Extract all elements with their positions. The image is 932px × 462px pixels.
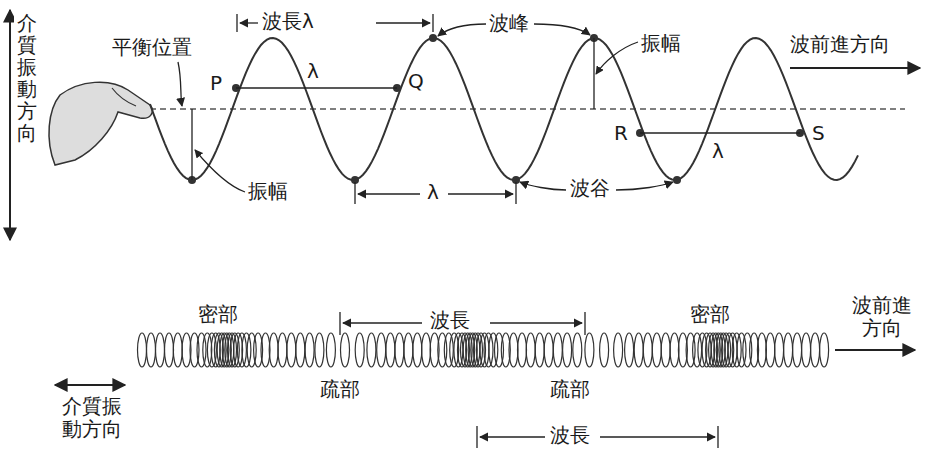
equilibrium-line	[140, 108, 905, 109]
spring-coil	[661, 333, 670, 367]
spring-coil	[355, 333, 364, 367]
part-label: 疏部	[320, 378, 360, 401]
spring-coil	[367, 333, 376, 367]
spring-coil	[784, 333, 793, 367]
axis-label: 介質振動方向	[14, 12, 40, 144]
spring-coil	[296, 333, 305, 367]
dimension-label: λ	[427, 181, 439, 204]
dimension-label: 波長	[550, 424, 590, 447]
spring-coil	[643, 333, 652, 367]
point-label: Q	[408, 70, 424, 93]
wave-curve	[150, 38, 858, 180]
point-label: R	[614, 122, 628, 145]
axis-label: 介質振 動方向	[50, 395, 134, 441]
spring-coil	[535, 333, 544, 367]
spring-coil	[269, 333, 278, 367]
hand-finger	[112, 88, 136, 106]
spring-coil	[775, 333, 784, 367]
direction-label: 波前進 方向	[840, 294, 924, 340]
part-label: 振幅	[641, 32, 681, 55]
spring-coil	[341, 333, 350, 367]
spring-coil	[138, 333, 147, 367]
spring-coil	[377, 333, 386, 367]
spring-coil	[326, 333, 335, 367]
part-label: 波谷	[570, 177, 610, 200]
part-label: 平衡位置	[112, 36, 192, 59]
spring-coil	[652, 333, 661, 367]
point-label: S	[812, 122, 825, 145]
spring-coil	[156, 333, 165, 367]
spring-coil	[670, 333, 679, 367]
leader-line	[178, 62, 182, 106]
spring-coil	[489, 333, 498, 367]
spring-coil	[190, 333, 199, 367]
part-label: 密部	[690, 303, 730, 326]
dimension-label: λ	[307, 60, 319, 83]
spring-coil	[518, 333, 527, 367]
spring-coil	[386, 333, 395, 367]
spring-coil	[509, 333, 518, 367]
spring-coil	[585, 333, 594, 367]
spring-coil	[766, 333, 775, 367]
dimension-label: 波長	[430, 309, 470, 332]
spring-coil	[634, 333, 643, 367]
point-label: P	[210, 72, 222, 95]
part-label: 波峰	[489, 12, 529, 35]
spring-coil	[444, 333, 453, 367]
spring-coil	[802, 333, 811, 367]
spring-coil	[526, 333, 535, 367]
part-label: 密部	[198, 303, 238, 326]
spring-coil	[315, 333, 324, 367]
spring-coil	[573, 333, 582, 367]
dimension-label: λ	[712, 140, 724, 163]
dimension-label: 波長λ	[262, 10, 314, 33]
spring-coil	[404, 333, 413, 367]
vibration-arrow	[9, 10, 11, 240]
spring-coil	[173, 333, 182, 367]
spring-coil	[614, 333, 623, 367]
part-label: 疏部	[550, 378, 590, 401]
hand	[49, 82, 152, 165]
spring-coil	[811, 333, 820, 367]
wavelength-line	[236, 87, 397, 89]
spring-coil	[147, 333, 156, 367]
wave-point	[429, 34, 437, 42]
spring-coil	[793, 333, 802, 367]
spring-coil	[278, 333, 287, 367]
spring-coil	[600, 333, 609, 367]
direction-label: 波前進方向	[790, 33, 890, 56]
spring-coil	[625, 333, 634, 367]
spring-coil	[395, 333, 404, 367]
spring-coil	[287, 333, 296, 367]
spring-coil	[563, 333, 572, 367]
spring-coil	[544, 333, 553, 367]
spring-coil	[413, 333, 422, 367]
spring-coil	[305, 333, 314, 367]
transverse-wave	[150, 34, 858, 184]
spring-coils	[138, 333, 829, 367]
spring-coil	[242, 333, 251, 367]
wave-point	[673, 176, 681, 184]
part-label: 振幅	[248, 180, 288, 203]
spring-coil	[757, 333, 766, 367]
spring-coil	[820, 333, 829, 367]
spring-coil	[422, 333, 431, 367]
spring-coil	[693, 333, 702, 367]
spring-coil	[553, 333, 562, 367]
spring-coil	[165, 333, 174, 367]
